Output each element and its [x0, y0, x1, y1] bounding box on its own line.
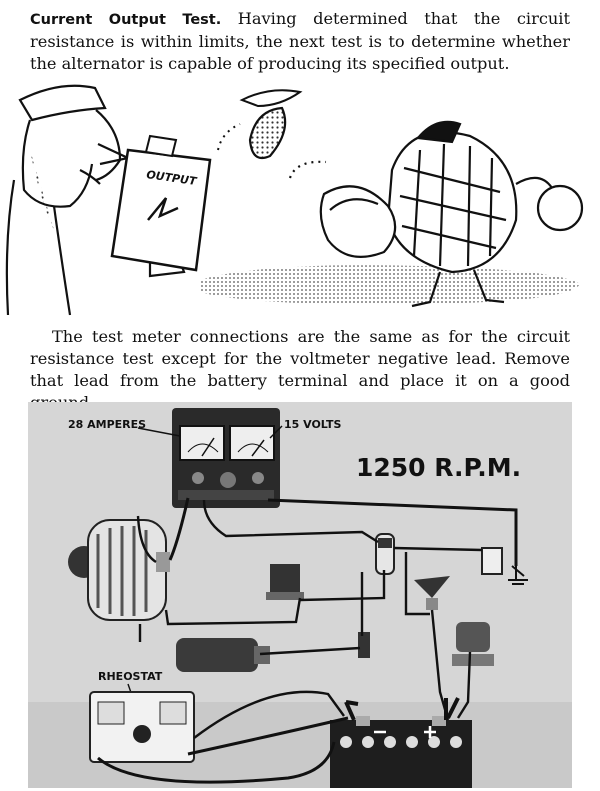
voltmeter-label: 15 VOLTS: [284, 418, 342, 431]
battery: [330, 716, 472, 788]
instructions-paragraph: The test meter connections are the same …: [30, 327, 570, 412]
fuse-connector: [358, 632, 370, 658]
rheostat: [89, 691, 195, 763]
ammeter-needle: [201, 437, 215, 457]
boxing-alternator-character: [288, 120, 584, 308]
ammeter-label: 28 AMPERES: [68, 418, 146, 431]
voltage-regulator: [266, 564, 304, 600]
section-heading: Current Output Test.: [30, 12, 222, 28]
ground-shadow: [200, 265, 580, 305]
test-setup-photo: 28 AMPERES 15 VOLTS 1250 R.P.M.: [28, 402, 572, 788]
voltmeter-pointer-line: [269, 425, 283, 439]
battery-clamp-positive: [444, 697, 460, 720]
rheostat-label: RHEOSTAT: [98, 670, 163, 683]
ignition-coil: [176, 638, 270, 672]
alternator: [68, 519, 170, 621]
wiring-harness: [97, 497, 528, 784]
battery-clamp-negative: [344, 700, 359, 721]
ignition-switch: [375, 533, 395, 575]
ground-terminal-block: [481, 547, 503, 575]
test-meter: [172, 408, 280, 508]
starter-solenoid: [452, 622, 494, 666]
intro-text: Having determined that the circuit resis…: [30, 9, 570, 73]
ammeter-pointer-line: [137, 427, 181, 437]
voltmeter-needle: [251, 439, 265, 457]
flying-rotor: [217, 89, 303, 160]
mechanic-figure: [5, 84, 186, 316]
indicator-lamp: [414, 576, 450, 610]
intro-paragraph: Current Output Test. Having determined t…: [30, 8, 570, 75]
mechanic-and-alternator-cartoon: OUTPUT: [5, 84, 584, 316]
engine-speed-label: 1250 R.P.M.: [356, 453, 521, 482]
output-clipboard: OUTPUT: [110, 134, 212, 272]
